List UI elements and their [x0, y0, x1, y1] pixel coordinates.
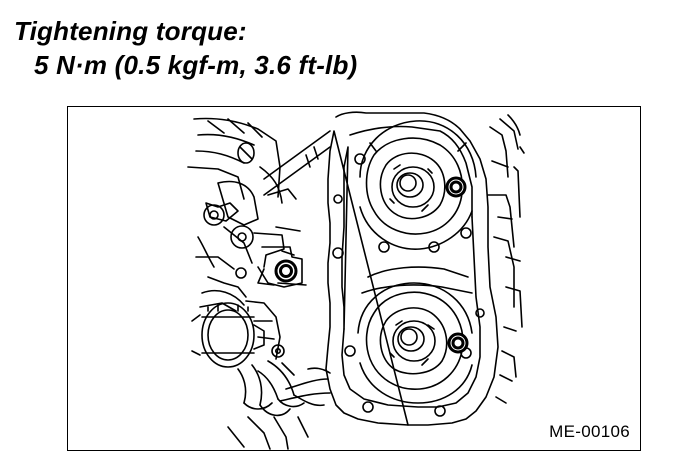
engine-block-detail — [187, 117, 303, 360]
upper-cam-sprocket — [359, 120, 477, 250]
torque-bolts — [274, 176, 469, 354]
engine-illustration-frame: ME-00106 — [67, 106, 641, 451]
right-engine-detail — [487, 114, 525, 404]
torque-heading: Tightening torque: 5 N·m (0.5 kgf-m, 3.6… — [14, 14, 357, 82]
left-pulley-housing — [191, 302, 265, 368]
cover-bolt-holes — [332, 153, 485, 417]
bolt-left-bracket — [274, 259, 298, 283]
lower-cam-sprocket — [357, 282, 473, 404]
bolt-lower-right — [447, 332, 469, 354]
bracket-bolt-area — [253, 226, 307, 286]
bolt-upper-right — [445, 176, 467, 198]
belt-cover-outline — [263, 111, 499, 426]
torque-value: 5 N·m (0.5 kgf-m, 3.6 ft-lb) — [34, 50, 358, 80]
engine-timing-belt-cover-illustration — [187, 111, 525, 450]
hose-assembly — [227, 344, 331, 450]
figure-id-label: ME-00106 — [549, 422, 630, 441]
torque-title: Tightening torque: — [14, 16, 247, 46]
